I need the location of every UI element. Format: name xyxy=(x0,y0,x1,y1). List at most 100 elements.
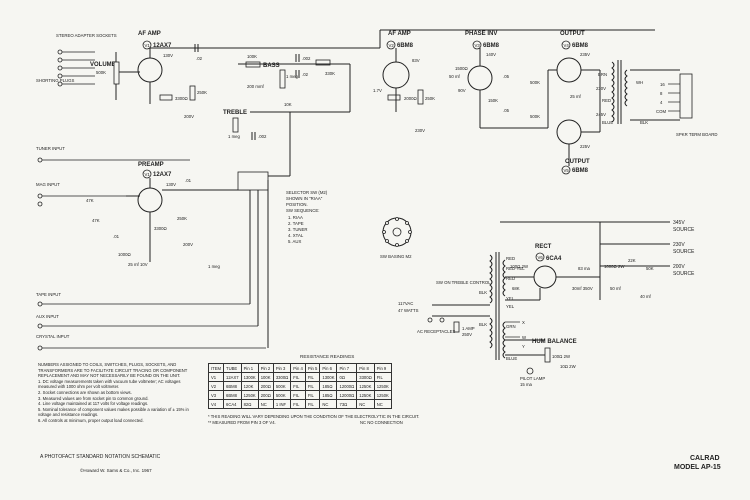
v1a-b-plus: 200V xyxy=(184,114,194,119)
fuse-voltage: 250V xyxy=(462,332,472,337)
v1b-b-plus: 200V xyxy=(183,242,193,247)
wire-grn: GRN xyxy=(506,324,516,329)
note-5: 5. Nominal tolerance of component values… xyxy=(38,406,189,418)
table-cell: 1250K xyxy=(373,381,392,391)
table-cell: 6CA4 xyxy=(223,399,242,409)
speaker-terminal-board: 16 8 4 COM SPKR TERM BOARD xyxy=(656,73,717,137)
phase-inv-label: PHASE INV xyxy=(465,31,497,37)
treble-value: 1 meg xyxy=(228,134,241,139)
v2-b-plus: 230V xyxy=(415,128,425,133)
res-68k: 68K xyxy=(512,286,520,291)
output-top-label: OUTPUT xyxy=(560,31,585,37)
wire-red-1: RED xyxy=(506,256,515,261)
wire-red-xfmr: RED xyxy=(602,98,611,103)
table-cell: 200Ω xyxy=(257,381,274,391)
wire-yel-1: YEL xyxy=(506,296,515,301)
aux-input-label: AUX INPUT xyxy=(36,314,59,319)
pilot-lamp-label: PILOT LAMP xyxy=(520,376,545,381)
col-header: Pin 2 xyxy=(257,363,274,373)
spkr-term-label: SPKR TERM BOARD xyxy=(676,132,717,137)
stereo-adapter-label: STEREO ADAPTER SOCKETS xyxy=(56,33,117,38)
mag-input-label: MAG INPUT xyxy=(36,182,60,187)
table-cell: 100K xyxy=(257,372,274,382)
bass-label: BASS xyxy=(263,63,280,69)
tap-16: 16 xyxy=(660,82,665,87)
v4-plate-voltage: 235V xyxy=(580,52,590,57)
wire-red-yel: RED-YEL xyxy=(506,266,525,271)
v2-plate-voltage: 83V xyxy=(412,58,420,63)
resistance-header-row: ITEM TUBE Pin 1 Pin 2 Pin 3 Pin 4 Pin 5 … xyxy=(207,363,392,373)
selector-item-0: 1. RIAA xyxy=(288,215,303,220)
v2-plate-res: 250K xyxy=(425,96,435,101)
col-header: Pin 4 xyxy=(290,363,306,373)
ac-receptacles-label: AC RECEPTACLES xyxy=(417,329,455,334)
table-cell: 500K xyxy=(272,381,292,391)
rectifier-v6: RECT V6 6CA4 83 ma 1000Ω 2W 50K 22K 30mf… xyxy=(533,244,654,300)
shorting-plugs-label: SHORTING PLUGS xyxy=(36,78,74,83)
sw-treble-label: SW ON TREBLE CONTROL xyxy=(436,280,491,285)
crystal-input-label: CRYSTAL INPUT xyxy=(36,334,70,339)
power-transformer: RED RED-YEL RED BLK YEL YEL BLK GRN BLUE… xyxy=(479,252,541,361)
resistance-footnote-1: * THIS READING WILL VARY DEPENDING UPON … xyxy=(208,414,420,419)
v3-tube-type: 6BM8 xyxy=(483,43,500,49)
wire-blk-xfmr: BLK xyxy=(640,120,648,125)
res-10k: 10K xyxy=(284,102,292,107)
v1a-cathode-resistor: 3300Ω xyxy=(175,96,189,101)
photofact-notation: A PHOTOFACT STANDARD NOTATION SCHEMATIC xyxy=(40,454,161,460)
cap-002-b: .002 xyxy=(258,134,267,139)
wire-x-label: X xyxy=(522,320,525,325)
cap-05-b: .05 xyxy=(503,108,510,113)
wire-w-label: W xyxy=(522,335,527,340)
fuse-amp: 1 AMP xyxy=(462,326,475,331)
v1b-preamp-tube: PREAMP V1 12AX7 130V 47K 47K .01 3300Ω 2… xyxy=(86,162,250,269)
selector-line-0: SHOWN IN "RIAA" xyxy=(286,196,323,201)
mains-watts: 47 WATTS xyxy=(398,308,419,313)
table-cell: 185Ω xyxy=(319,381,338,391)
output-transformer: BRN RED BLUE BLK WH 230V 245V xyxy=(581,60,680,133)
selector-item-1: 2. TAPE xyxy=(288,221,304,226)
res-250k-a: 250K xyxy=(197,90,207,95)
table-cell: FIL xyxy=(373,372,392,382)
res-10-2w: 10Ω 2W xyxy=(560,364,577,369)
cap-30mf: 30mf 350V xyxy=(572,286,593,291)
cap-002-a: .002 xyxy=(302,56,311,61)
v1a-af-amp-tube: AF AMP V1 12AX7 130V 3300Ω xyxy=(130,31,189,104)
coupling-caps-top: .02 250K 200V xyxy=(184,44,207,119)
svg-text:V1: V1 xyxy=(145,43,151,48)
cap-02-b: .02 xyxy=(302,72,309,77)
v2-tube-type: 6BM8 xyxy=(397,43,414,49)
wire-red-2: RED xyxy=(506,276,515,281)
bass-value: 1 meg xyxy=(286,74,299,79)
selector-item-4: 5. AUX xyxy=(288,239,302,244)
selector-line-2: SW SEQUENCE: xyxy=(286,208,319,213)
v1b-tube-type: 12AX7 xyxy=(153,172,172,178)
preamp-res-1meg: 1 meg xyxy=(208,264,221,269)
col-header: Pin 8 xyxy=(356,363,375,373)
res-50k: 50K xyxy=(646,266,654,271)
note-4: 4. Line voltage maintained at 117 volts … xyxy=(38,401,149,407)
res-1000: 1000Ω xyxy=(118,252,132,257)
model-number: MODEL AP-15 xyxy=(674,464,721,471)
selector-line-1: POSITION. xyxy=(286,202,308,207)
res-22k: 22K xyxy=(628,258,636,263)
table-cell: 1250K xyxy=(356,381,375,391)
wire-yel-2: YEL xyxy=(506,304,515,309)
b-plus-sources: 345V SOURCE 230V SOURCE 200V SOURCE xyxy=(500,220,695,277)
wire-y-label: Y xyxy=(522,344,525,349)
tuner-input-label: TUNER INPUT xyxy=(36,146,65,151)
table-cell: 1300K xyxy=(240,372,259,382)
ac-input: 117VAC 47 WATTS SW ON TREBLE CONTROL 1 A… xyxy=(398,280,545,387)
table-cell: FIL xyxy=(304,381,321,391)
hum-balance: HUM BALANCE 100Ω 2W 10Ω 2W xyxy=(505,339,577,369)
mag-res-47k-b: 47K xyxy=(92,218,100,223)
stereo-adapter-sockets: STEREO ADAPTER SOCKETS SHORTING PLUGS xyxy=(36,33,117,87)
wire-brn: BRN xyxy=(598,72,607,77)
v1a-plate-voltage: 130V xyxy=(163,53,173,58)
v4-tube-type: 6BM8 xyxy=(572,43,589,49)
v3-cathode-res: 1500Ω xyxy=(455,66,469,71)
table-cell: 1250K xyxy=(356,390,375,400)
mains-voltage: 117VAC xyxy=(398,301,413,306)
table-row: V2 6BM8 120K 200Ω 500K FIL FIL 185Ω 1200… xyxy=(207,381,392,391)
v3-plate-voltage: 140V xyxy=(486,52,496,57)
